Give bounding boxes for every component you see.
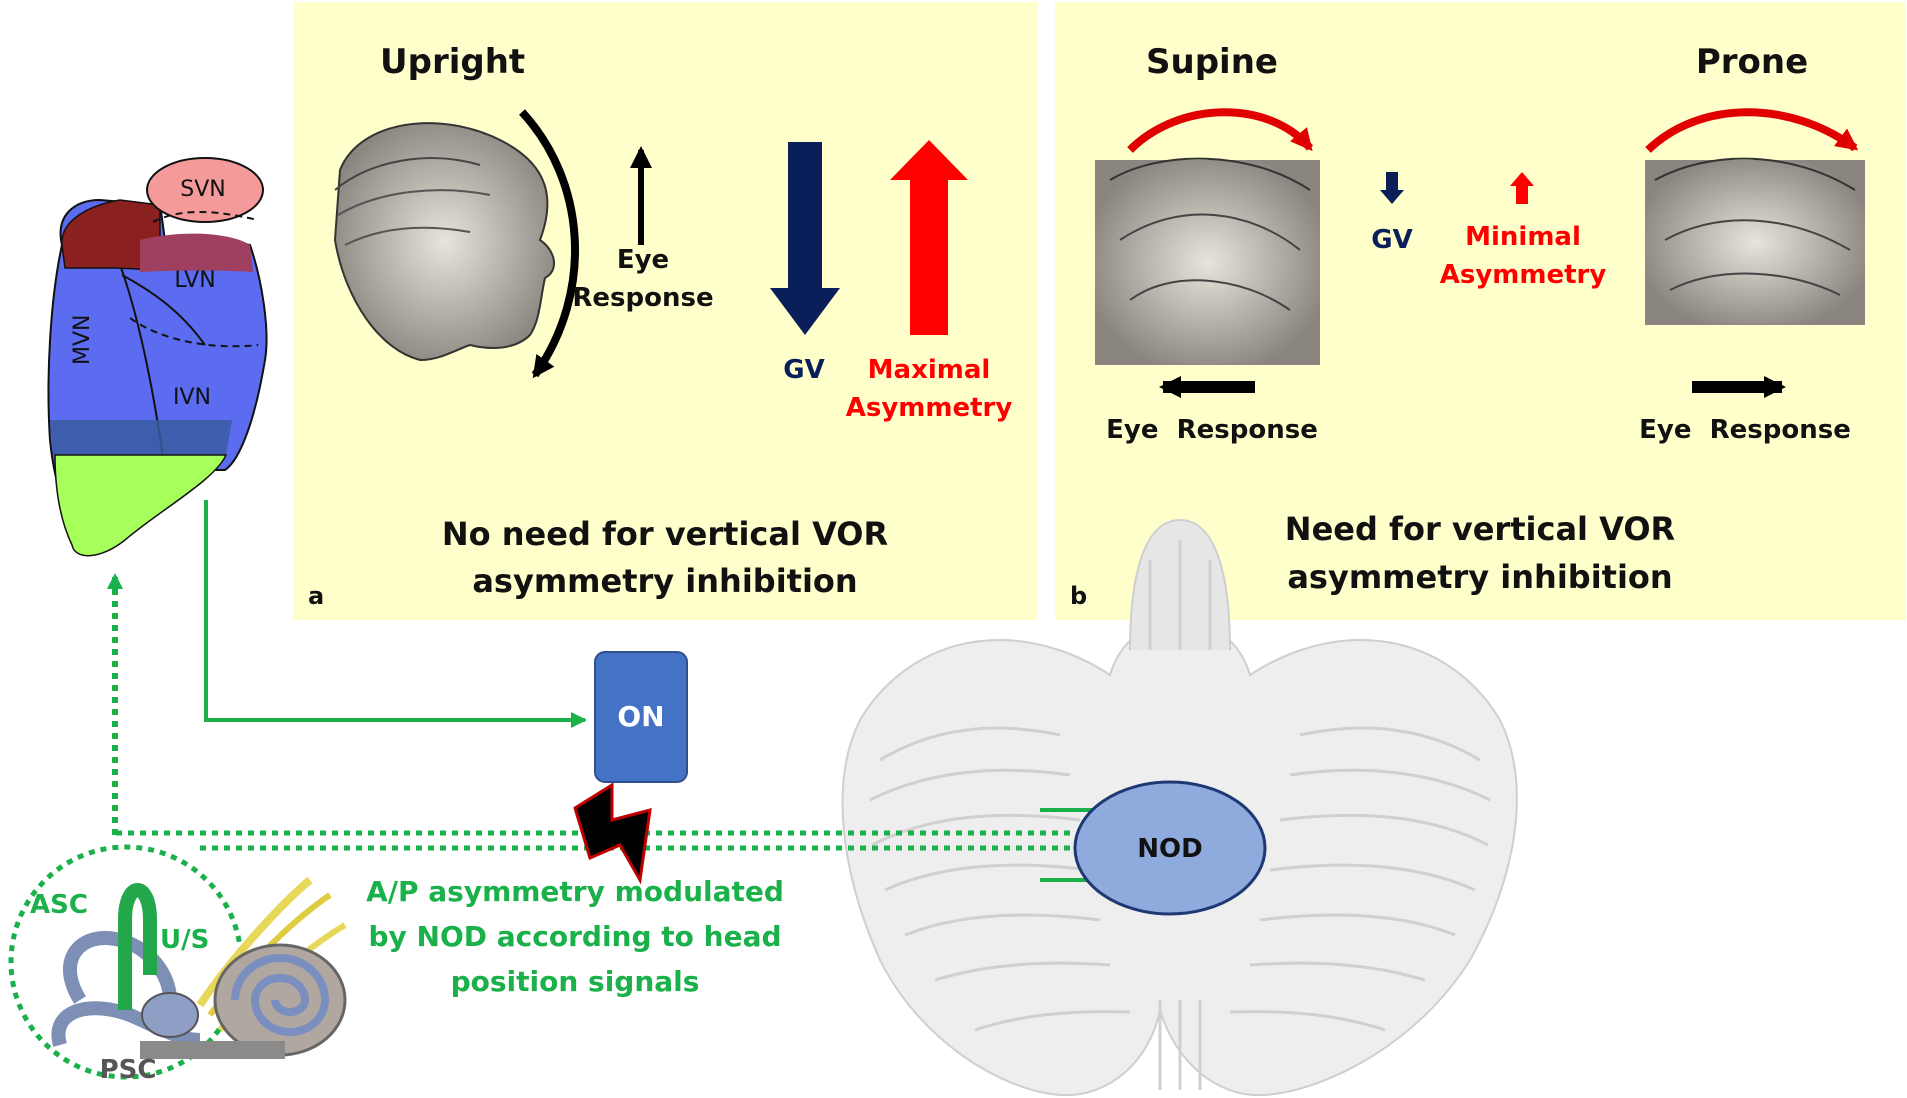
vestibular-nuclei-diagram [47, 157, 268, 557]
rotation-arrow-upright [519, 109, 580, 379]
caption-a-line1: No need for vertical VOR [441, 515, 889, 553]
rotation-arrow-supine [1127, 108, 1314, 153]
labyrinth-illustration [51, 876, 347, 1059]
caption-a-line2: asymmetry inhibition [472, 562, 858, 600]
psc-label: PSC [99, 1055, 157, 1085]
eye-response-label-line2: Response [572, 283, 714, 313]
nod-ellipse [1073, 780, 1267, 916]
gv-label-b: GV [1371, 225, 1413, 255]
eye-response-label-line1: Eye [616, 245, 670, 275]
svn-label: SVN [180, 177, 226, 202]
panel-b-letter: b [1070, 582, 1088, 610]
asymmetry-label-a-line1: Maximal [867, 355, 991, 385]
modulation-text-line1: A/P asymmetry modulated [366, 875, 784, 908]
upright-title: Upright [380, 42, 526, 82]
eye-response-left-label: Eye Response [1106, 415, 1318, 445]
panel-a-letter: a [308, 582, 325, 610]
on-label: ON [617, 700, 665, 733]
modulation-text-line2: by NOD according to head [368, 920, 782, 953]
modulation-text-line3: position signals [450, 965, 700, 998]
supine-head-illustration [1095, 157, 1320, 365]
mvn-label: MVN [70, 314, 95, 366]
caption-b-line2: asymmetry inhibition [1287, 558, 1673, 596]
caption-b-line1: Need for vertical VOR [1284, 510, 1676, 548]
supine-title: Supine [1146, 42, 1278, 82]
nod-label: NOD [1137, 834, 1203, 864]
asymmetry-label-a-line2: Asymmetry [845, 393, 1013, 423]
asymmetry-arrow-up-small [1510, 172, 1534, 204]
on-box [594, 651, 688, 783]
gv-arrow-down-small [1380, 172, 1404, 204]
us-label: U/S [160, 925, 210, 955]
ivn-label: IVN [173, 385, 211, 410]
asymmetry-label-b-line1: Minimal [1465, 222, 1581, 252]
gv-label-a: GV [783, 355, 825, 385]
rotation-arrow-prone [1645, 108, 1859, 153]
lightning-bolt-icon [573, 782, 652, 885]
eye-response-right-label: Eye Response [1639, 415, 1851, 445]
lvn-label: LVN [174, 268, 216, 293]
upright-head-illustration [333, 122, 555, 362]
prone-title: Prone [1695, 42, 1809, 82]
asc-label: ASC [30, 890, 88, 920]
gv-arrow-down-large [770, 142, 840, 335]
prone-head-illustration [1645, 157, 1865, 325]
asymmetry-arrow-up-large [890, 140, 968, 335]
asymmetry-label-b-line2: Asymmetry [1439, 260, 1607, 290]
